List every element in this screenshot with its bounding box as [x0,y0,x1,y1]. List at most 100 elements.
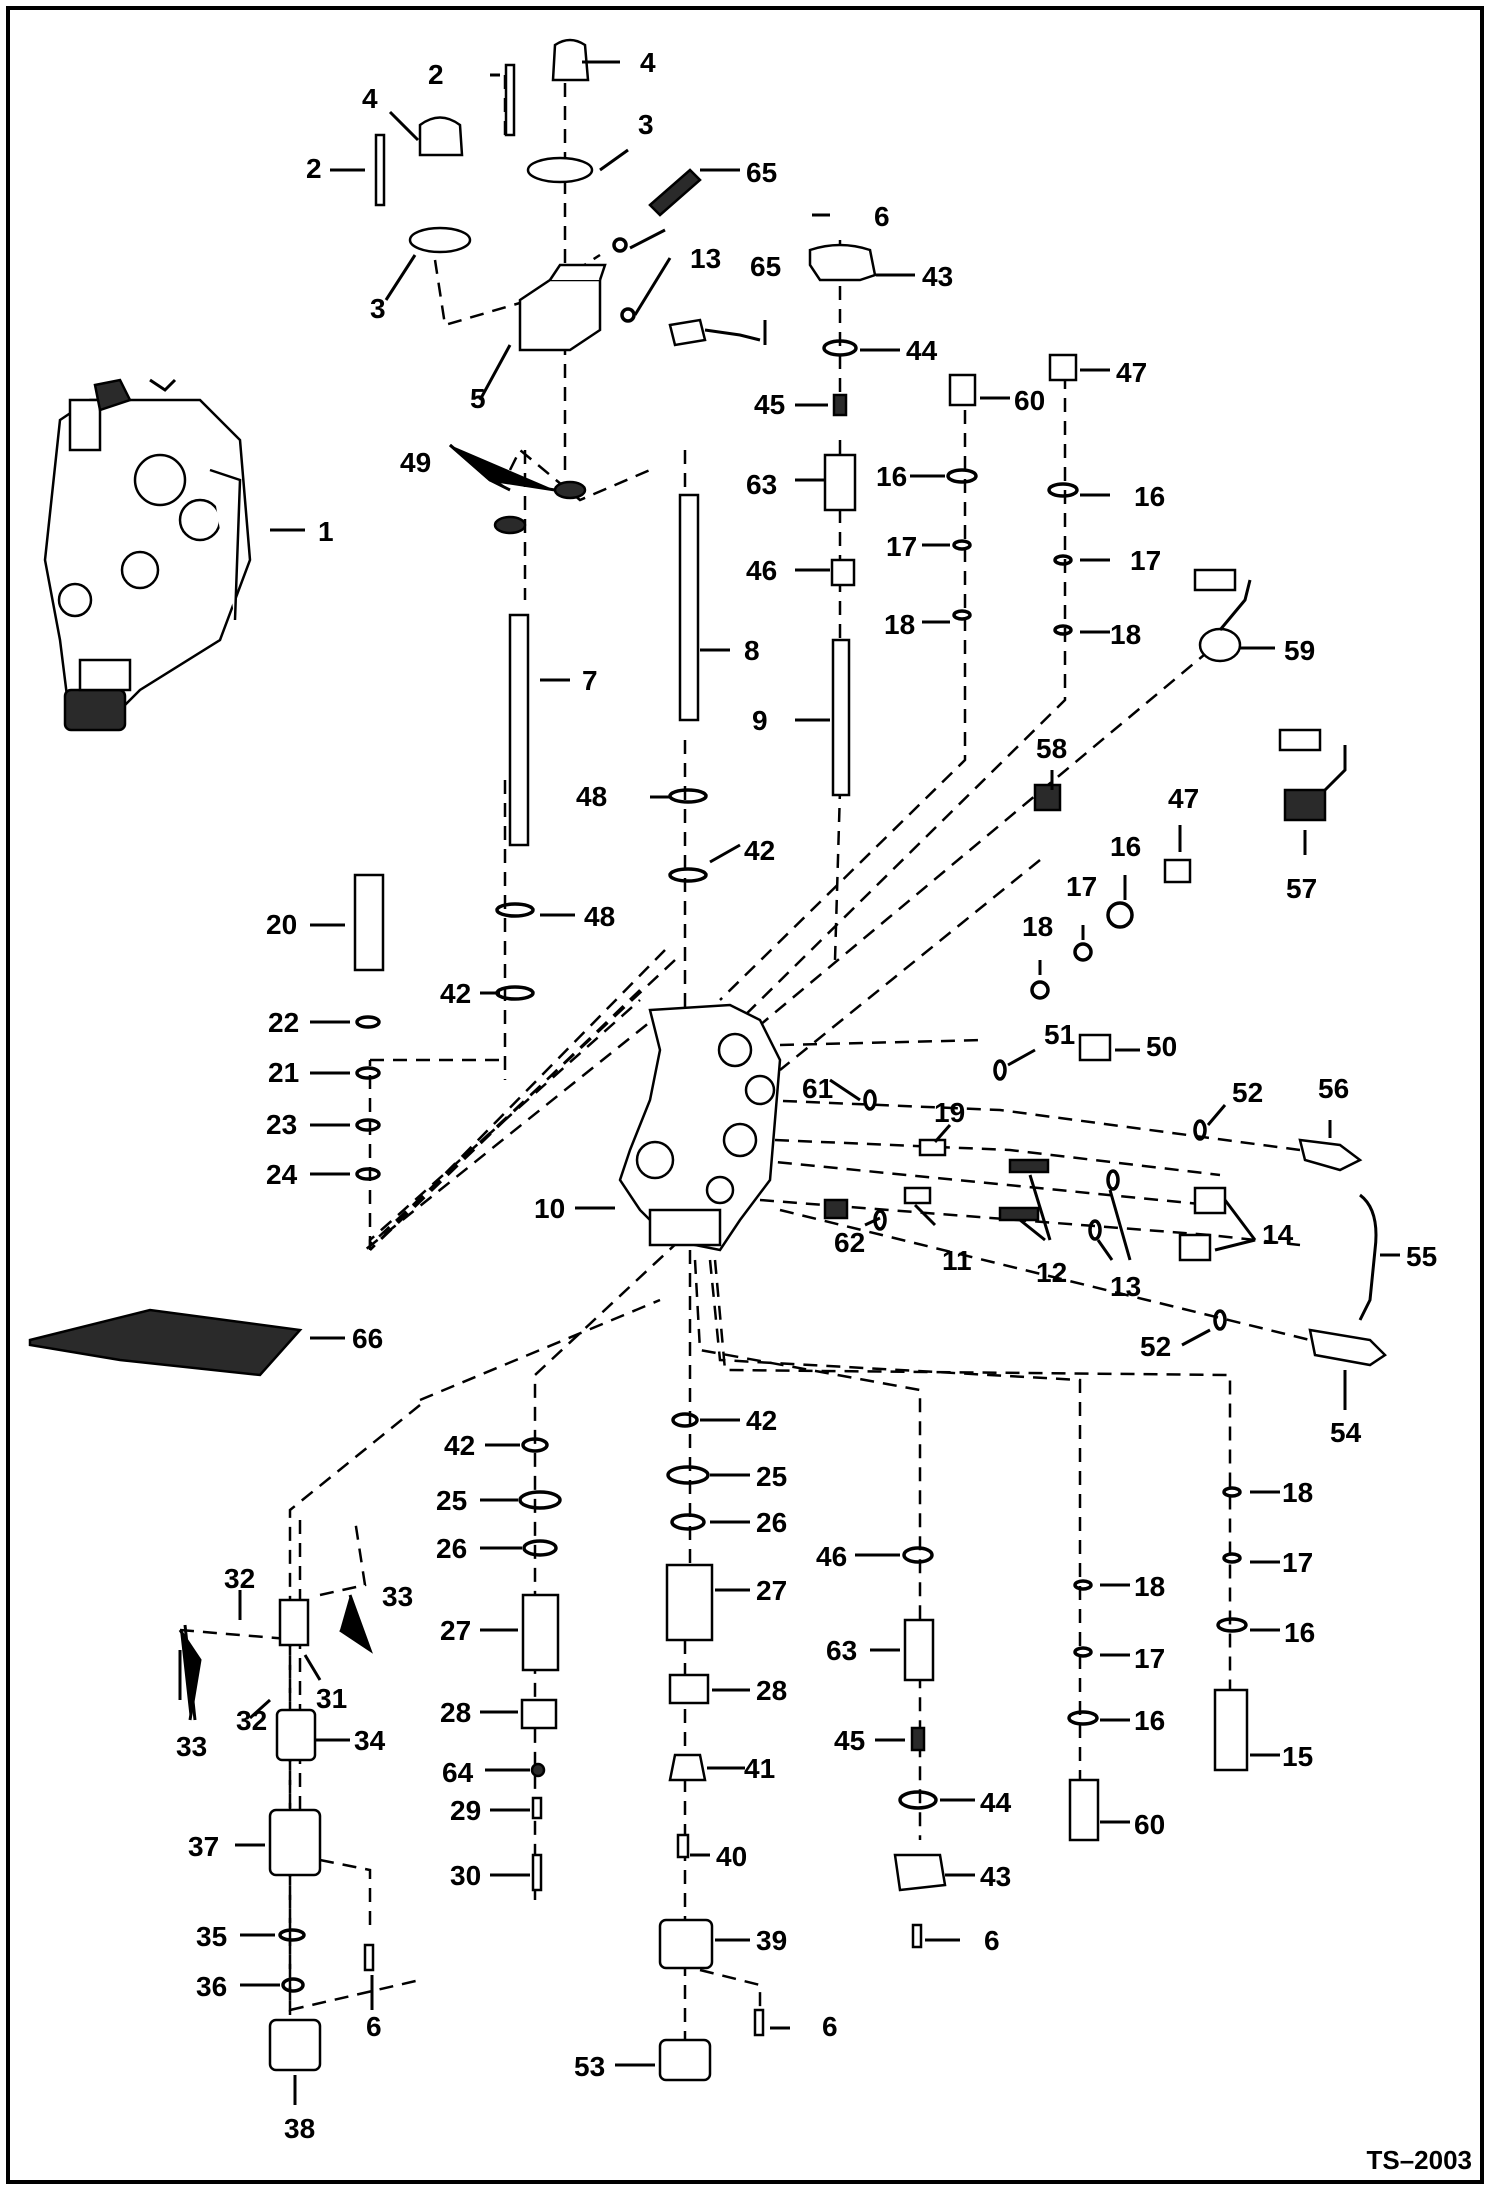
callout-38: 38 [284,2113,315,2144]
o-ring-17e [1222,1552,1242,1564]
spring-63-lower [903,1618,935,1682]
o-ring-24 [355,1167,381,1181]
callout-60-upper: 60 [1014,385,1045,416]
callout-17-mid: 17 [1066,871,1097,902]
callout-33-left: 33 [176,1731,207,1762]
spool-9 [831,638,851,797]
housing-37 [268,1808,322,1877]
bolt-2-right [504,63,516,137]
callout-23: 23 [266,1109,297,1140]
callout-44-upper: 44 [906,335,938,366]
diagram-frame [6,6,1484,2184]
plug-53 [658,2038,712,2082]
o-ring-18e [1222,1486,1242,1498]
o-ring-52b [1213,1309,1227,1331]
callout-25-center: 25 [756,1461,787,1492]
callout-18-upperright: 18 [1110,619,1141,650]
callout-42-mid: 42 [440,978,471,1009]
callout-43-lower: 43 [980,1861,1011,1892]
seat-28-center [668,1673,710,1705]
spool-8 [678,493,700,722]
plug-14a [1193,1186,1227,1215]
o-ring-35 [278,1928,306,1942]
poppet-41 [668,1753,707,1782]
callout-6-left: 6 [366,2011,382,2042]
washer-26-center [670,1513,706,1531]
parts [28,38,1387,2082]
callout-10: 10 [534,1193,565,1224]
piston-11 [903,1186,932,1205]
o-ring-18d [1073,1579,1093,1591]
solenoid-65-lower [668,318,707,347]
solenoid-65-upper [648,168,702,217]
plug-47-right [1163,858,1192,884]
cap-49b [493,515,527,535]
callout-33-right: 33 [382,1581,413,1612]
spring-27-center [665,1563,714,1642]
callout-32-upper: 32 [224,1563,255,1594]
callout-16-upperright: 16 [1134,481,1165,512]
valve-15 [1213,1688,1249,1772]
callout-2-upper: 2 [428,59,444,90]
callout-11: 11 [942,1245,972,1276]
callout-51: 51 [1044,1019,1075,1050]
o-ring-13b [620,307,636,323]
callout-30: 30 [450,1860,481,1891]
o-ring-17b [1053,554,1073,566]
cap-43-lower [893,1853,947,1892]
pin-30 [531,1853,543,1892]
sensor-59-connector [1193,568,1237,592]
plug-47-upper [1048,353,1078,382]
callout-4-right: 4 [640,47,656,78]
callout-5: 5 [470,383,486,414]
callout-60-lower: 60 [1134,1809,1165,1840]
callout-62: 62 [834,1227,865,1258]
ring-36 [281,1977,305,1993]
solenoid-block-5-top [548,263,607,281]
o-ring-13a [612,237,628,253]
o-ring-21 [355,1066,381,1080]
washer-25-left [518,1490,562,1510]
sensor-57 [1283,788,1327,822]
figure-reference: TS–2003 [1366,2145,1472,2175]
callout-17-upperright: 17 [1130,545,1161,576]
callout-50: 50 [1146,1031,1177,1062]
fitting-60-lower [1068,1778,1100,1842]
callout-52-upper: 52 [1232,1077,1263,1108]
solenoid-31 [278,1598,310,1647]
o-ring-44-upper [822,339,858,357]
o-ring-18c [1030,980,1050,1000]
callout-42-lowleft: 42 [444,1430,475,1461]
callout-17-lowerright: 17 [1282,1547,1313,1578]
callout-18-lowerright: 18 [1282,1477,1313,1508]
callout-24: 24 [266,1159,298,1190]
callout-6-right: 6 [984,1925,1000,1956]
callout-45-lower: 45 [834,1725,865,1756]
callout-63-lower: 63 [826,1635,857,1666]
pin-29 [531,1796,543,1820]
callout-48-upper: 48 [576,781,607,812]
spring-12a [1008,1158,1050,1174]
callout-18-mid: 18 [1022,911,1053,942]
callout-41: 41 [744,1753,775,1784]
callout-57: 57 [1286,873,1317,904]
callout-47-right: 47 [1168,783,1199,814]
callout-2-lower: 2 [306,153,322,184]
plug-50 [1078,1033,1112,1062]
fitting-56 [1298,1138,1363,1172]
callout-46-lower: 46 [816,1541,847,1572]
callouts: 1 2 2 3 3 4 4 5 6 6 6 6 7 8 9 10 11 12 1… [176,47,1437,2144]
callout-8: 8 [744,635,760,666]
callout-16-upperleft: 16 [876,461,907,492]
seal-42-upper [668,867,708,883]
callout-49: 49 [400,447,431,478]
callout-16-lowerright: 16 [1284,1617,1315,1648]
bolt-2-left [374,133,386,207]
callout-25-left: 25 [436,1485,467,1516]
callout-26-center: 26 [756,1507,787,1538]
o-ring-13c [1106,1169,1120,1191]
washer-26-left [522,1539,558,1557]
o-ring-22 [355,1015,381,1029]
o-ring-61 [863,1089,877,1111]
callout-29: 29 [450,1795,481,1826]
